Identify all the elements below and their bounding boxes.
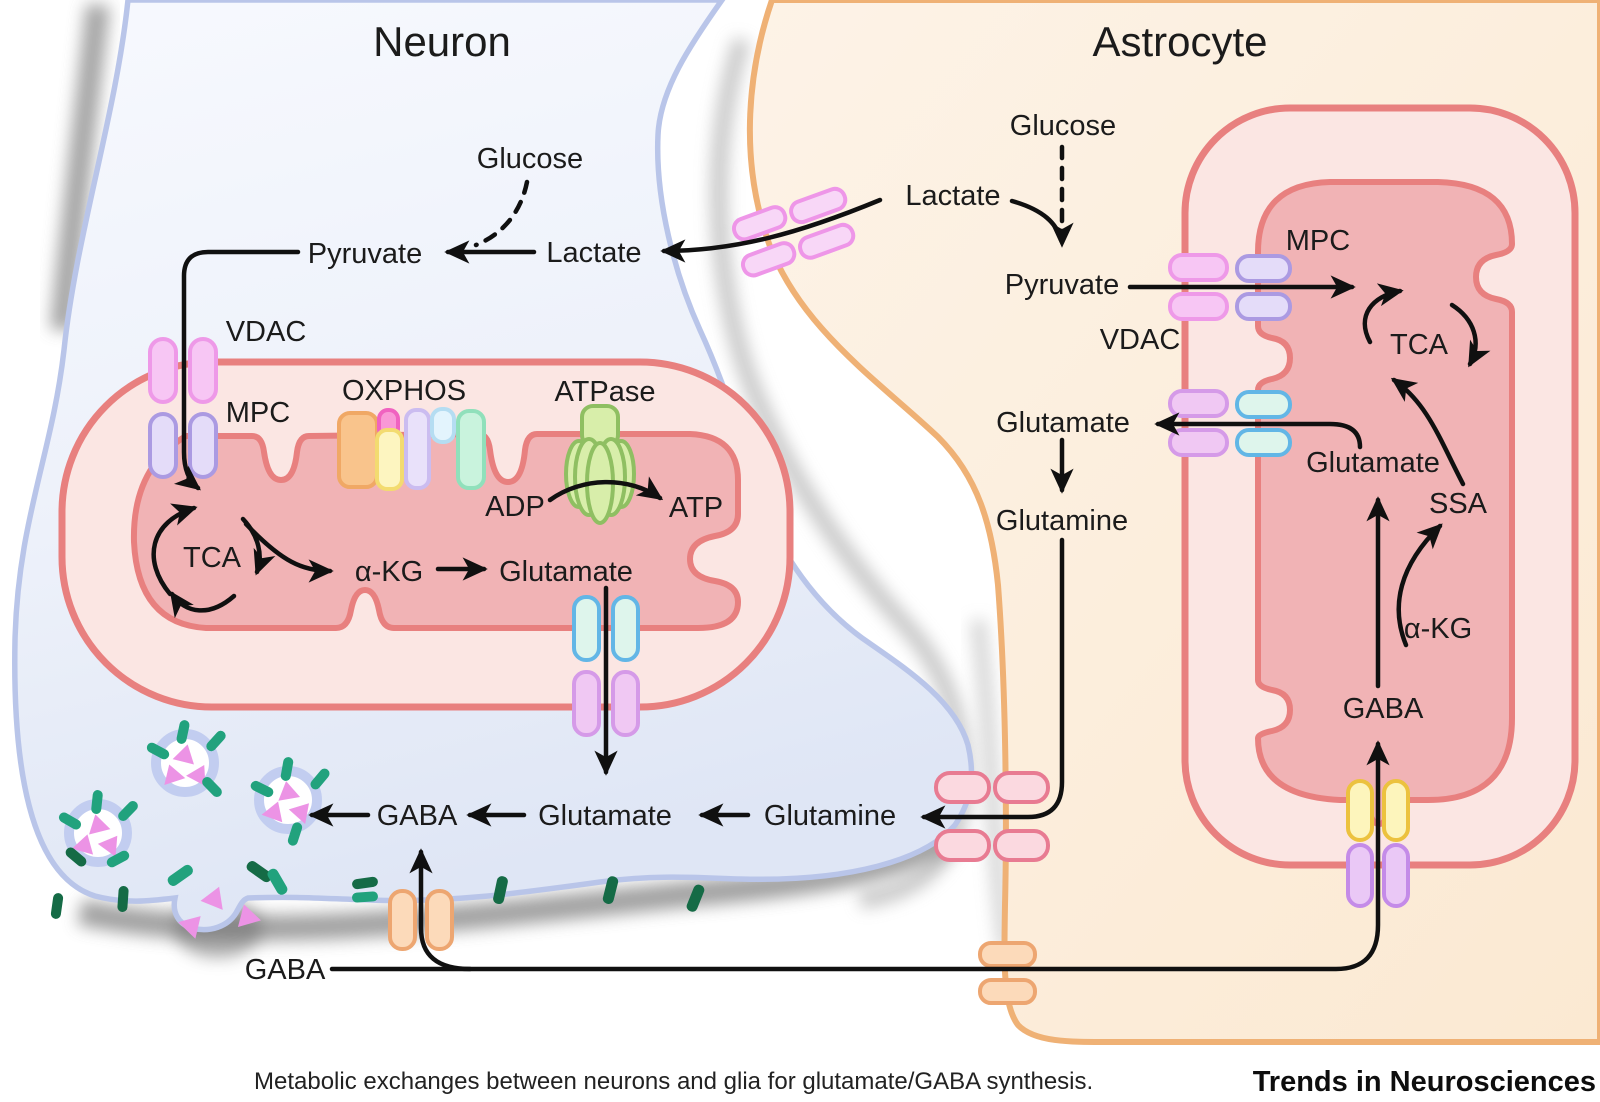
arrow-pyruvate-into-mito [173,249,301,491]
shadow-left-edge [50,3,110,332]
label-akg-astro: α-KG [1404,613,1472,645]
label-glutamate-mito-astro: Glutamate [1306,447,1440,479]
label-tca-neuron: TCA [183,542,242,574]
glutamate-carrier-outer-icon [572,670,640,737]
receptor-icon [352,876,378,890]
gaba-transporter-icon [388,889,454,951]
gaba-carrier-outer-icon [1346,843,1410,908]
label-gaba-astro: GABA [1343,693,1424,725]
membrane-receptors [50,861,705,919]
vesicle [58,790,138,868]
label-mpc-astro: MPC [1286,225,1350,257]
label-ssa: SSA [1429,488,1488,520]
mito-matrix [130,431,741,631]
vesicle [250,757,330,846]
label-adp: ADP [485,491,545,523]
label-glucose-astro: Glucose [1010,110,1116,142]
astrocyte-title: Astrocyte [1092,18,1267,65]
released-neurotransmitters [178,886,262,939]
oxphos-complex-icon [430,407,456,444]
vdac-channel-icon [1168,253,1229,321]
arrow-lactate-to-pyruvate-astro [1009,198,1064,243]
label-glutamate-neuron: Glutamate [538,800,672,832]
label-glutamine-astro: Glutamine [996,505,1128,537]
vdac-channel-icon [148,337,218,404]
label-akg-neuron: α-KG [355,556,423,588]
arrow-tca-cycle-bottom [169,590,237,619]
arrow-lactate-astro-to-neuron [660,197,883,263]
oxphos-complex-icon [375,428,404,491]
receptor-icon [117,886,129,912]
oxphos-complexes [337,407,486,491]
arrow-astro-tca-right [1449,302,1491,368]
glutamate-carrier-outer-icon [1168,389,1229,457]
label-pyruvate-neuron: Pyruvate [308,238,422,270]
label-vdac-astro: VDAC [1100,324,1181,356]
arrow-glutamate-exits-astro-mito [1154,412,1363,450]
synaptic-vesicles [58,720,330,939]
neuron-mitochondrion [58,358,794,711]
label-gaba-neuron: GABA [377,800,458,832]
pathway-arrows [151,144,1491,972]
arrow-ssa-to-tca [1390,377,1466,487]
mpc-channel-icon [1235,254,1292,321]
gaba-channel-icon [978,941,1037,1005]
lactate-mct-channel-icon [731,186,856,278]
arrow-adp-to-atp [547,476,664,503]
receptor-icon [267,868,288,895]
footer: Metabolic exchanges between neurons and … [254,1066,1596,1098]
receptor-icon [493,876,508,905]
label-pyruvate-astro: Pyruvate [1005,269,1119,301]
gaba-carrier-inner-icon [1346,779,1410,842]
glutamate-carrier-inner-icon [1235,390,1292,457]
mpc-channel-icon [148,412,218,479]
receptor-icon [167,864,193,886]
transporter-channels [148,186,1410,1005]
arrow-tca-cycle-left [151,503,198,597]
oxphos-complex-icon [337,411,379,489]
oxphos-complex-icon [404,408,431,490]
oxphos-complex-icon [456,409,486,490]
receptor-icon [602,876,619,904]
figure-caption: Metabolic exchanges between neurons and … [254,1068,1093,1095]
receptor-icon [352,891,378,903]
label-atp: ATP [669,492,723,524]
journal-brand: Trends in Neurosciences [1253,1066,1596,1098]
receptor-icon [246,861,272,883]
label-tca-astro: TCA [1390,329,1449,361]
arrow-glutamine-to-neuron [920,537,1065,829]
arrow-tca-to-akg [243,521,334,583]
label-mpc-neuron: MPC [226,397,290,429]
glutamate-carrier-inner-icon [572,595,640,662]
arrow-gaba-to-astrocyte [329,740,1390,972]
label-atpase: ATPase [554,376,655,408]
arrow-glucose-dashed-neuron [473,179,530,248]
neuron-title: Neuron [373,18,511,65]
label-gaba-release: GABA [245,954,326,986]
label-glutamine-neuron: Glutamine [764,800,896,832]
label-lactate-astro: Lactate [905,180,1000,212]
receptor-icon [686,884,705,912]
label-glutamate-mito-neuron: Glutamate [499,556,633,588]
arrow-astro-tca-left [1362,283,1404,345]
label-vdac-neuron: VDAC [226,316,307,348]
glutamine-channel-icon [934,771,1050,862]
arrow-akg-to-ssa [1396,523,1443,648]
labels: Neuron Astrocyte Glucose Pyruvate Lactat… [183,18,1488,986]
label-glutamate-astro: Glutamate [996,407,1130,439]
receptor-icon [50,893,64,919]
shadow-astrocyte-edge [970,619,1014,952]
label-lactate-neuron: Lactate [546,237,641,269]
label-glucose-neuron: Glucose [477,143,583,175]
vesicle [146,720,226,798]
label-oxphos: OXPHOS [342,375,466,407]
